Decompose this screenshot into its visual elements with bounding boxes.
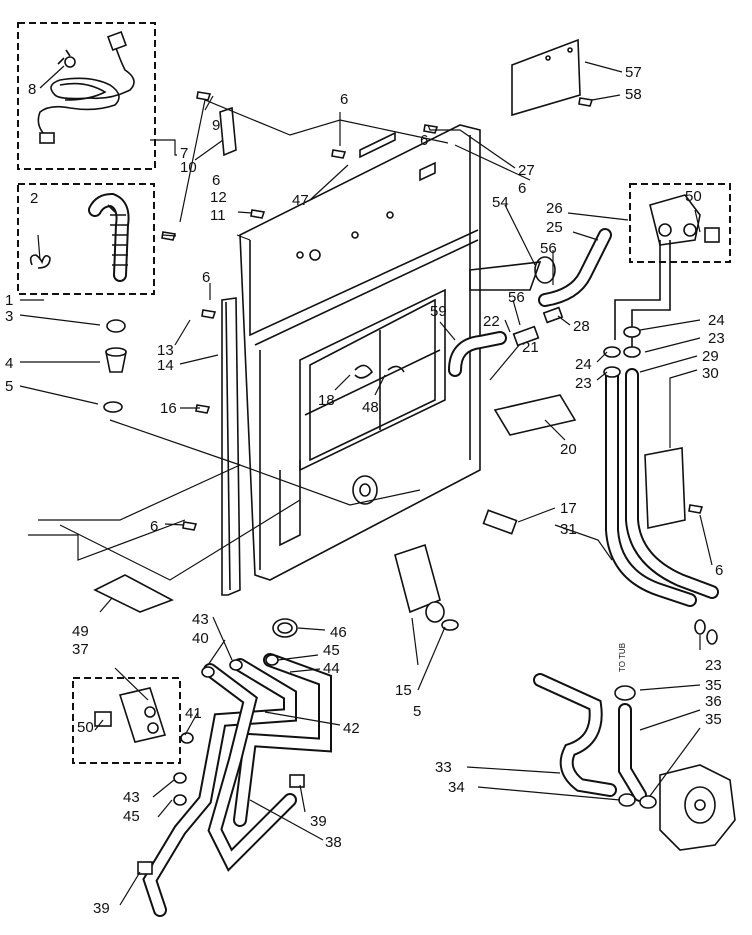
label-5: 5 <box>5 378 13 395</box>
bracket-10 <box>219 106 237 157</box>
label-36: 36 <box>705 693 722 710</box>
label-6: 6 <box>202 269 210 286</box>
label-30: 30 <box>702 365 719 382</box>
label-45: 45 <box>123 808 140 825</box>
label-13: 13 <box>157 342 174 359</box>
label-28: 28 <box>573 318 590 335</box>
label-50: 50 <box>685 188 702 205</box>
label-6: 6 <box>212 172 220 189</box>
label-21: 21 <box>522 339 539 356</box>
label-35: 35 <box>705 677 722 694</box>
label-42: 42 <box>343 720 360 737</box>
bracket-49 <box>93 574 174 613</box>
label-6: 6 <box>715 562 723 579</box>
label-39: 39 <box>310 813 327 830</box>
drain-hose <box>29 192 130 282</box>
label-10: 10 <box>180 159 197 176</box>
label-25: 25 <box>546 219 563 236</box>
label-34: 34 <box>448 779 465 796</box>
clip-48 <box>387 365 405 373</box>
label-27: 27 <box>518 162 535 179</box>
label-41: 41 <box>185 705 202 722</box>
label-22: 22 <box>483 313 500 330</box>
label-20: 20 <box>560 441 577 458</box>
label-49: 49 <box>72 623 89 640</box>
label-24: 24 <box>575 356 592 373</box>
side-rail <box>221 297 241 596</box>
power-cord <box>37 31 135 144</box>
label-37: 37 <box>72 641 89 658</box>
label-23: 23 <box>708 330 725 347</box>
label-35: 35 <box>705 711 722 728</box>
label-33: 33 <box>435 759 452 776</box>
screws <box>161 91 704 531</box>
top-cover <box>511 38 581 117</box>
label-46: 46 <box>330 624 347 641</box>
drain-hose-group-box <box>17 183 155 295</box>
water-valve-group-box <box>629 183 731 263</box>
label-48: 48 <box>362 399 379 416</box>
label-8: 8 <box>28 81 36 98</box>
part-28 <box>542 306 564 324</box>
label-43: 43 <box>123 789 140 806</box>
bracket-30 <box>644 447 686 529</box>
label-56: 56 <box>508 289 525 306</box>
label-3: 3 <box>5 308 13 325</box>
label-6: 6 <box>518 180 526 197</box>
leader-lines <box>19 61 713 906</box>
label-2: 2 <box>30 190 38 207</box>
label-18: 18 <box>318 392 335 409</box>
label-24: 24 <box>708 312 725 329</box>
label-17: 17 <box>560 500 577 517</box>
pump-mount-15 <box>394 543 441 614</box>
label-15: 15 <box>395 682 412 699</box>
label-31: 31 <box>560 521 577 538</box>
fittings <box>137 654 305 875</box>
label-38: 38 <box>325 834 342 851</box>
callout-labels: 8 7 9 10 2 1 3 4 5 6 12 11 6 6 13 14 16 … <box>5 64 725 917</box>
label-6: 6 <box>340 91 348 108</box>
label-29: 29 <box>702 348 719 365</box>
label-26: 26 <box>546 200 563 217</box>
label-43: 43 <box>192 611 209 628</box>
clip-18 <box>354 364 374 379</box>
part-5-clamp <box>103 401 123 413</box>
label-1: 1 <box>5 292 13 309</box>
label-47: 47 <box>292 192 309 209</box>
label-23: 23 <box>705 657 722 674</box>
water-valve <box>649 194 720 246</box>
label-39: 39 <box>93 900 110 917</box>
part-17 <box>482 509 518 535</box>
rear-panel <box>239 124 481 581</box>
label-59: 59 <box>430 303 447 320</box>
drain-pump <box>659 764 736 851</box>
label-12: 12 <box>210 189 227 206</box>
label-16: 16 <box>160 400 177 417</box>
part-54 <box>534 256 556 284</box>
label-14: 14 <box>157 357 174 374</box>
label-44: 44 <box>323 660 340 677</box>
label-4: 4 <box>5 355 13 372</box>
bracket-20 <box>493 394 577 436</box>
label-50: 50 <box>77 719 94 736</box>
label-40: 40 <box>192 630 209 647</box>
label-23: 23 <box>575 375 592 392</box>
power-cord-group-box <box>17 22 156 170</box>
label-9: 9 <box>212 117 220 134</box>
label-11: 11 <box>210 207 226 224</box>
label-57: 57 <box>625 64 642 81</box>
label-45: 45 <box>323 642 340 659</box>
mixing-valve <box>94 687 167 743</box>
label-54: 54 <box>492 194 509 211</box>
label-6: 6 <box>150 518 158 535</box>
label-7: 7 <box>180 145 188 162</box>
label-58: 58 <box>625 86 642 103</box>
to-tub-annotation: TO TUB <box>618 643 627 672</box>
part-3 <box>106 319 126 333</box>
label-5: 5 <box>413 703 421 720</box>
label-6: 6 <box>420 132 428 149</box>
mixing-valve-group-box <box>72 677 181 764</box>
label-56: 56 <box>540 240 557 257</box>
